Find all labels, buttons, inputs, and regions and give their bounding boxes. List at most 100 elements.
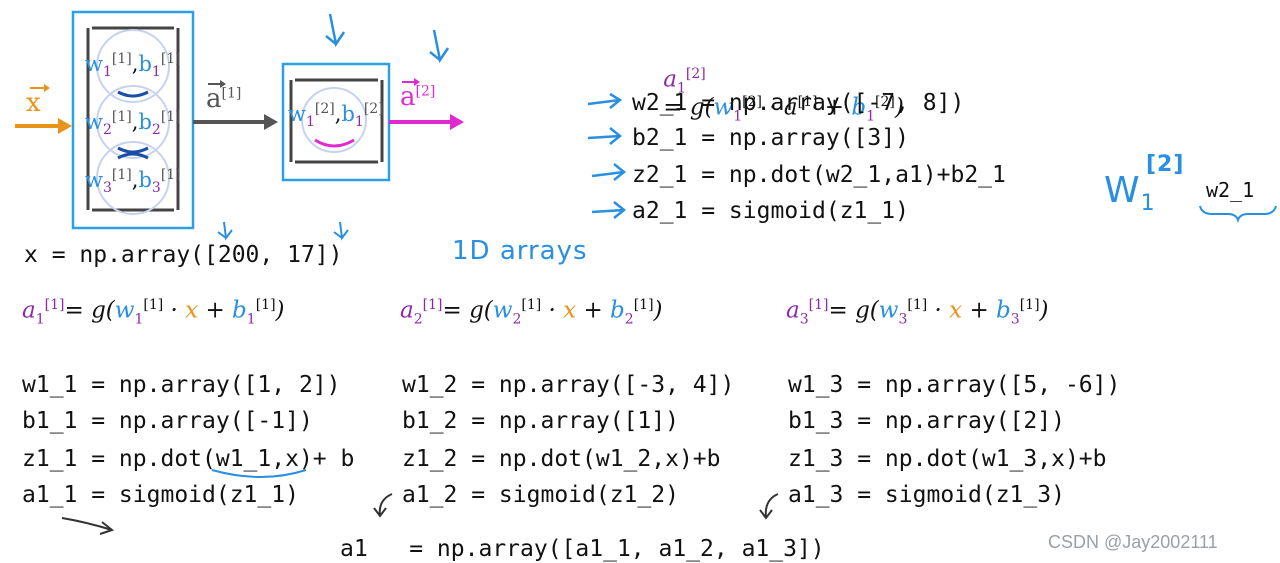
eq2-b: b [610,297,625,324]
n3-bsub: 3 [151,180,161,197]
top-eq-w-sup: [2] [742,94,762,111]
input-arrow-head [58,118,72,134]
input-vector-head [44,84,50,92]
col1-line-4: a1_1 = sigmoid(z1_1) [22,482,299,508]
eq2-eq: = g( [442,297,493,324]
watermark: CSDN @Jay2002111 [1048,532,1218,552]
n2-wsup: [1] [111,109,132,125]
eq3-wsub: 3 [898,311,908,328]
x-array-line: x = np.array([200, 17]) [24,242,343,268]
eq1-lhs: a [22,297,36,324]
col1-line-2: b1_1 = np.array([-1]) [22,408,313,434]
pointer-arrow-1 [587,92,623,109]
top-eq-w: w [713,94,734,121]
layer2-bracket [289,78,384,164]
col2-line-1: w1_2 = np.array([-3, 4]) [402,372,735,398]
n4-b: b [341,102,355,126]
eq1-sup: [1] [44,297,65,313]
eq2-close: ) [653,297,663,324]
layer2-code-line-2: b2_1 = np.array([3]) [632,125,909,151]
top-eq-w-sub: 1 [733,108,743,125]
col3-line-1: w1_3 = np.array([5, -6]) [788,372,1121,398]
neuron-1-circle [96,29,170,103]
eq2-w: w [492,297,513,324]
eq2-wsub: 2 [512,311,522,328]
eq3-x: x [949,297,963,324]
neuron-2-circle [96,85,170,159]
n4-w: w [288,102,306,126]
top-eq-b-sup: [2] [875,94,895,111]
equation-neuron-1: a1[1]= g(w1[1] · x + b1[1]) [22,298,285,326]
top-eq-lhs-sub: 1 [676,80,686,97]
eq1-eq: = g( [64,297,115,324]
eq2-bsup: [1] [633,297,654,313]
top-eq-body: = g( [663,94,714,121]
n3-b: b [138,168,152,192]
n3-wsub: 3 [102,180,112,197]
col2-line-3: z1_2 = np.dot(w1_2,x)+b [402,446,721,472]
top-eq-b-sub: 1 [866,108,876,125]
eq1-b: b [232,297,247,324]
col3-line-4: a1_3 = sigmoid(z1_3) [788,482,1065,508]
top-eq-lhs: a [663,66,677,93]
pointer-arrow-4 [591,201,627,219]
top-eq-lhs-sup: [2] [685,66,706,82]
neuron-4-mark [314,138,355,148]
neuron-3-circle [96,141,170,215]
top-eq-b: b [851,94,867,121]
eq3-eq: = g( [828,297,879,324]
n3-w: w [85,168,103,192]
a1-label-sup: [1] [221,85,242,102]
n1-bsub: 1 [151,64,161,81]
n1-bsup: [1] [160,51,181,67]
col3-line-2: b1_3 = np.array([2]) [788,408,1065,434]
a1-label: a[1] [206,86,241,112]
note-w-sub: 1 [1140,191,1156,217]
n1-wsub: 1 [102,64,112,81]
layer2-code-line-3: z2_1 = np.dot(w2_1,a1)+b2_1 [632,162,1006,188]
top-equation: a1[2] = g(w1[2] · a[1] + b1[2]) [634,44,904,147]
n2-b: b [138,110,152,134]
note-w-sup: [2] [1146,152,1185,177]
pointer-arrow-2 [587,127,623,145]
col1-line-3: z1_1 = np.dot(w1_1,x)+ b [22,446,355,472]
eq3-sub: 3 [799,311,809,328]
note-w-symbol: W1 [1104,170,1156,216]
col1-line-1: w1_1 = np.array([1, 2]) [22,372,341,398]
top-eq-a: a [783,94,798,121]
brace-w2-1 [1199,205,1277,224]
eq1-wsub: 1 [134,311,144,328]
n4-wsup: [2] [314,101,335,117]
eq3-plus: + [962,297,997,324]
top-eq-dot: · [761,94,784,121]
n4-wsub: 1 [305,114,315,131]
eq1-bsup: [1] [255,297,276,313]
handdrawn-arrow-1 [325,13,346,48]
neuron-4-label: w1[2],b1[2] [288,101,384,131]
eq3-w: w [878,297,899,324]
top-eq-a-sup: [1] [797,94,818,111]
eq3-lhs: a [786,297,800,324]
col2-line-2: b1_2 = np.array([1]) [402,408,679,434]
handdrawn-arrow-3 [217,221,233,241]
n1-b: b [138,52,152,76]
layer2-code-line-4: a2_1 = sigmoid(z1_1) [632,198,909,224]
a2-label-text: a [400,82,416,112]
a1-array-line: a1 = np.array([a1_1, a1_2, a1_3]) [340,536,825,562]
a1-arrow-head [264,114,278,130]
eq1-close: ) [275,297,285,324]
n3-bsup: [1] [160,167,181,183]
eq2-sup: [1] [422,297,443,313]
n1-w: w [85,52,103,76]
arrow-a1-3 [759,493,779,520]
top-eq-close: ) [894,94,904,121]
eq3-close: ) [1039,297,1049,324]
neuron-1-label: w1[1],b1[1] [85,51,181,81]
underline-w1-1-x [211,469,307,478]
arrow-a1-2 [373,493,393,518]
eq3-b: b [996,297,1011,324]
neuron-3-mark [117,152,149,160]
a2-vector-head [414,78,420,86]
n2-bsup: [1] [160,109,181,125]
